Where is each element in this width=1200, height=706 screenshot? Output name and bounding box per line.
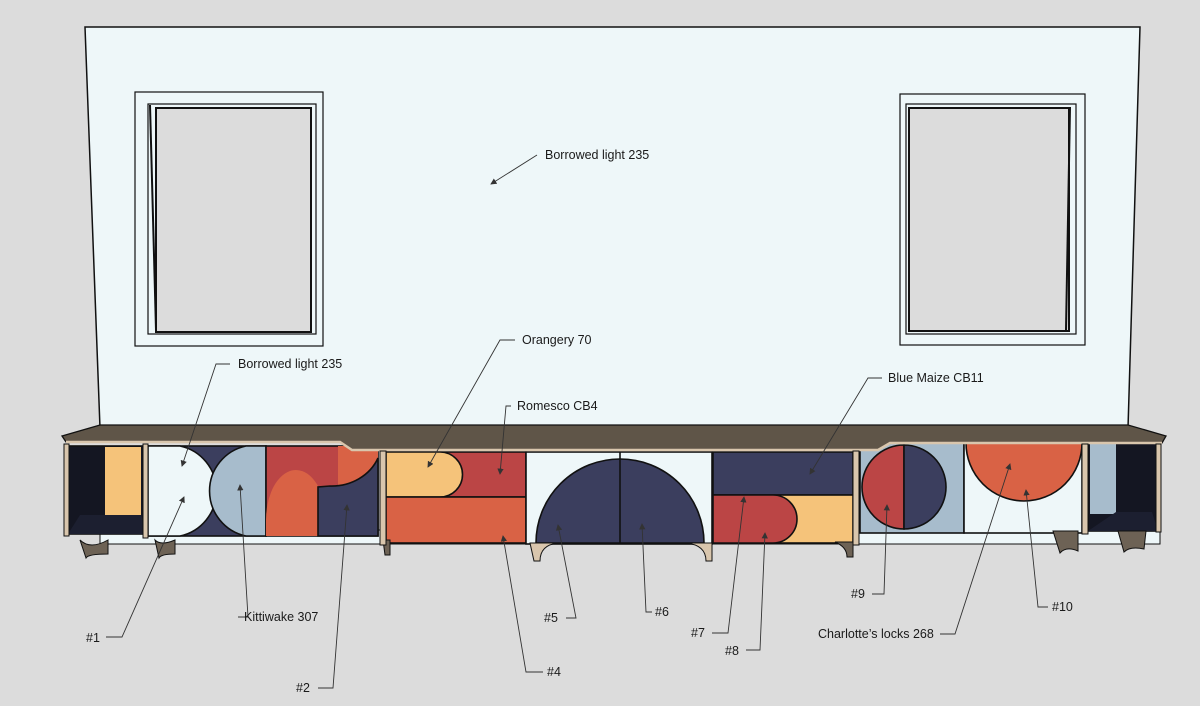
annotation-blue-maize: Blue Maize CB11 [809, 371, 984, 475]
door-kittiwake [208, 445, 267, 537]
annotation-wall: Borrowed light 235 [490, 148, 649, 185]
door-9 [859, 442, 965, 534]
label-door-4: #4 [547, 665, 561, 679]
door-8 [712, 494, 854, 544]
label-door-1: #1 [86, 631, 100, 645]
door-10 [963, 442, 1083, 534]
label-kittiwake: Kittiwake 307 [244, 610, 318, 624]
right-open-shelf [1087, 442, 1159, 532]
left-open-shelf [67, 445, 149, 535]
door-7 [712, 451, 854, 496]
annotation-cabinet: Borrowed light 235 [180, 357, 342, 467]
label-door-9: #9 [851, 587, 865, 601]
label-romesco: Romesco CB4 [517, 399, 598, 413]
label-orangery: Orangery 70 [522, 333, 592, 347]
door-2 [265, 445, 379, 537]
door-4 [385, 496, 527, 544]
label-door-7: #7 [691, 626, 705, 640]
label-door-5: #5 [544, 611, 558, 625]
annotation-kittiwake: Kittiwake 307 [237, 484, 318, 624]
label-door-2: #2 [296, 681, 310, 695]
side-panels [63, 443, 1162, 546]
label-door-10: #10 [1052, 600, 1073, 614]
right-window [899, 93, 1086, 346]
door-number-labels: #1 #2 #4 #5 #6 #7 #8 #9 #10 [86, 489, 1073, 695]
label-door-8: #8 [725, 644, 739, 658]
annotation-romesco: Romesco CB4 [497, 399, 598, 475]
doors-5-6 [525, 451, 713, 545]
door-3 [385, 451, 527, 498]
label-charlottes-locks: Charlotte’s locks 268 [818, 627, 934, 641]
label-borrowed-light-wall: Borrowed light 235 [545, 148, 649, 162]
label-door-6: #6 [655, 605, 669, 619]
worktop-edge [66, 440, 1162, 452]
label-blue-maize: Blue Maize CB11 [888, 371, 984, 385]
annotation-charlottes-locks: Charlotte’s locks 268 [818, 463, 1012, 641]
annotation-orangery: Orangery 70 [427, 333, 592, 468]
left-window [134, 91, 324, 347]
label-borrowed-light-cabinet: Borrowed light 235 [238, 357, 342, 371]
